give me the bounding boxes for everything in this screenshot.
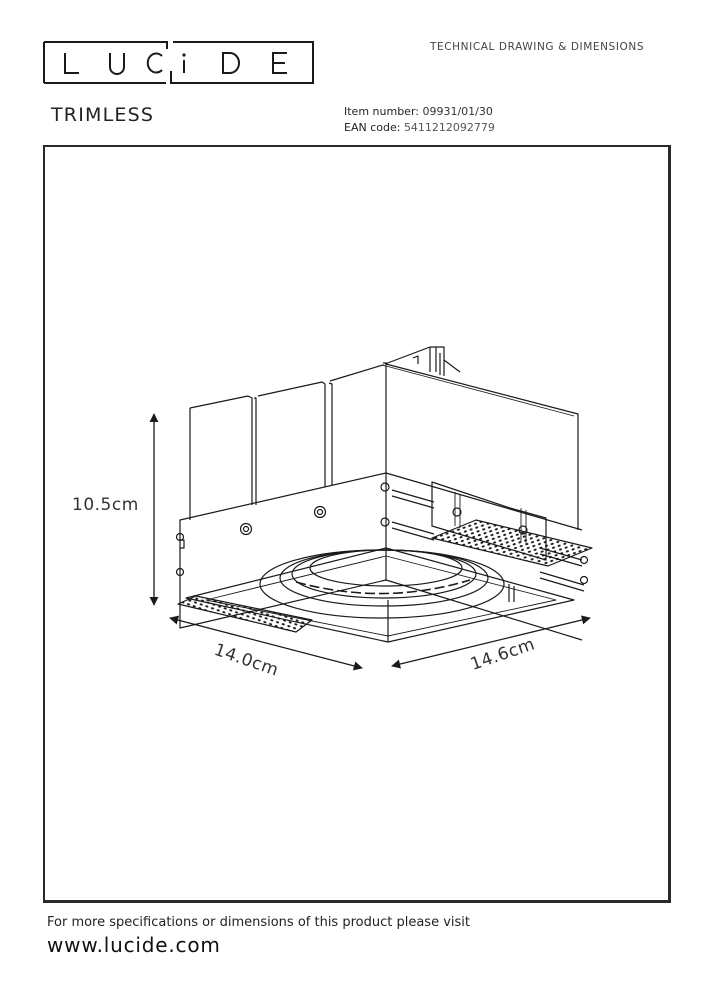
product-name: TRIMLESS: [51, 104, 155, 126]
ean-label: EAN code:: [344, 121, 401, 134]
height-dimension-label: 10.5cm: [72, 495, 139, 515]
ean-row: EAN code: 5411212092779: [344, 120, 495, 136]
lucide-logo-mark: [43, 41, 314, 84]
depth-dimension-arrow: [391, 615, 591, 669]
footer-note: For more specifications or dimensions of…: [47, 915, 470, 930]
lucide-logo: [43, 41, 314, 84]
document-header-title: TECHNICAL DRAWING & DIMENSIONS: [430, 41, 645, 53]
drawing-frame: [43, 145, 671, 903]
dimension-lines: [149, 413, 591, 671]
item-number-label: Item number:: [344, 105, 419, 118]
product-meta: Item number: 09931/01/30 EAN code: 54112…: [344, 104, 495, 136]
footer-website-link[interactable]: www.lucide.com: [47, 933, 221, 957]
width-dimension-arrow: [169, 615, 363, 671]
downlight-body: [175, 346, 593, 643]
item-number-value: 09931/01/30: [422, 105, 493, 118]
item-number-row: Item number: 09931/01/30: [344, 104, 495, 120]
ean-value: 5411212092779: [403, 121, 495, 134]
